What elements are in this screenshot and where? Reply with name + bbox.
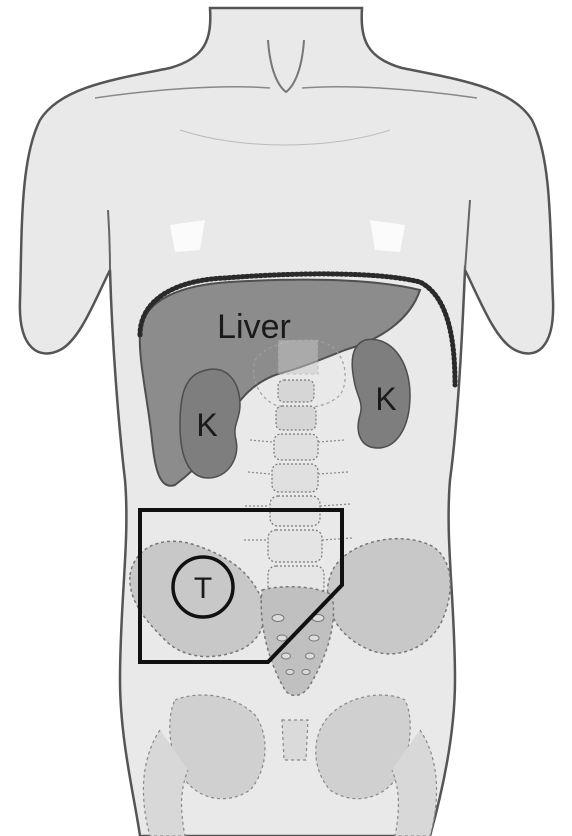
vertebra xyxy=(268,530,322,562)
tumor-label: T xyxy=(194,572,212,605)
vertebra xyxy=(272,464,318,492)
kidney-right-label: K xyxy=(196,407,217,443)
kidney-left-label: K xyxy=(375,381,396,417)
vertebra xyxy=(274,434,318,460)
vertebra xyxy=(276,406,316,430)
rib-hint-left xyxy=(370,220,405,252)
liver-label: Liver xyxy=(217,308,291,346)
pubic-symphysis xyxy=(282,720,308,760)
vertebra xyxy=(278,380,314,402)
rib-hint-right xyxy=(170,220,205,252)
